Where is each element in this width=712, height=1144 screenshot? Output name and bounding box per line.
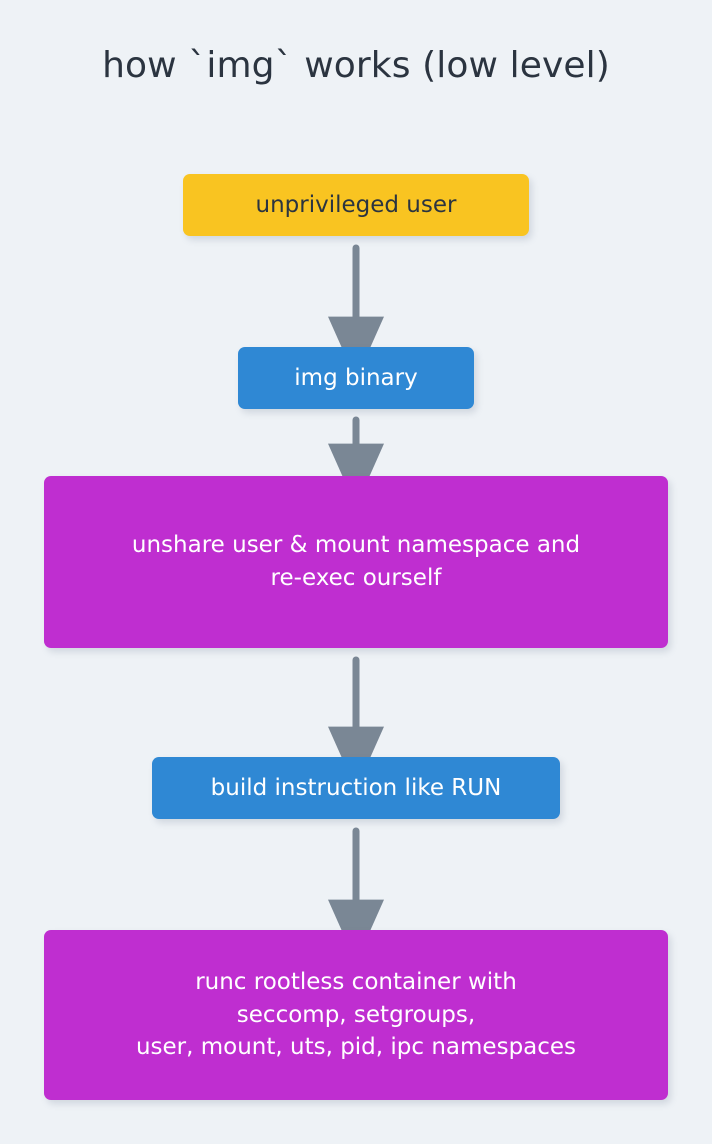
flow-node-runc-rootless[interactable]: runc rootless container with seccomp, se… bbox=[44, 930, 668, 1100]
flow-node-label: unshare user & mount namespace and re-ex… bbox=[131, 532, 581, 591]
flow-node-unshare[interactable]: unshare user & mount namespace and re-ex… bbox=[44, 476, 668, 648]
flow-node-label: unprivileged user bbox=[255, 191, 457, 218]
page-title: how `img` works (low level) bbox=[102, 45, 610, 86]
flow-node-unprivileged-user[interactable]: unprivileged user bbox=[183, 174, 529, 236]
flow-node-label: runc rootless container with seccomp, se… bbox=[135, 969, 577, 1061]
flow-node-img-binary[interactable]: img binary bbox=[238, 347, 474, 409]
flow-node-build-instruction[interactable]: build instruction like RUN bbox=[152, 757, 560, 819]
flow-node-label: img binary bbox=[294, 364, 418, 391]
flow-node-label: build instruction like RUN bbox=[210, 774, 502, 801]
